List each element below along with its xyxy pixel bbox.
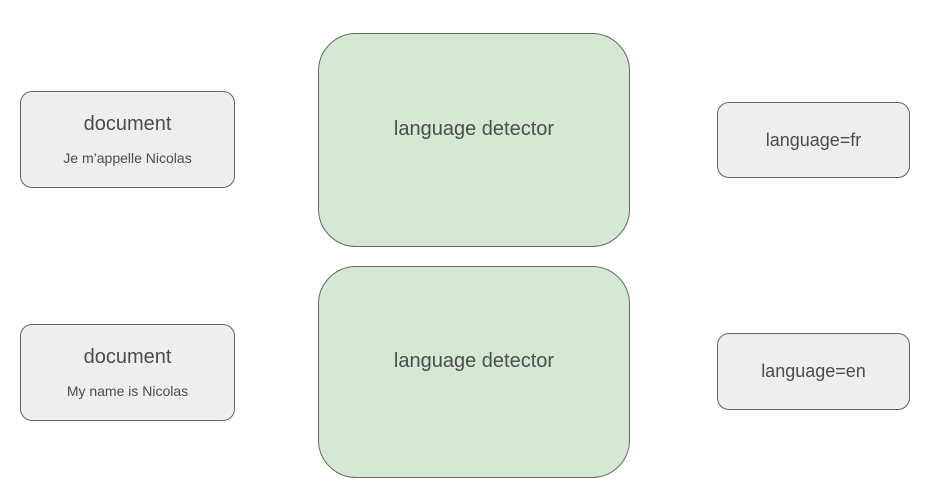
document-content: Je m’appelle Nicolas — [63, 150, 192, 166]
output-node-en: language=en — [717, 333, 910, 410]
document-title: document — [83, 346, 172, 368]
language-detector-label: language detector — [393, 349, 555, 372]
document-content: My name is Nicolas — [66, 383, 189, 399]
document-title: document — [83, 113, 172, 135]
output-label: language=en — [761, 361, 866, 381]
document-node-french: document Je m’appelle Nicolas — [20, 91, 235, 188]
language-detector-node-2: language detector — [318, 266, 630, 478]
output-label: language=fr — [765, 129, 862, 150]
language-detector-label: language detector — [393, 117, 555, 140]
output-node-fr: language=fr — [717, 102, 910, 178]
language-detector-node-1: language detector — [318, 33, 630, 247]
document-node-english: document My name is Nicolas — [20, 324, 235, 421]
